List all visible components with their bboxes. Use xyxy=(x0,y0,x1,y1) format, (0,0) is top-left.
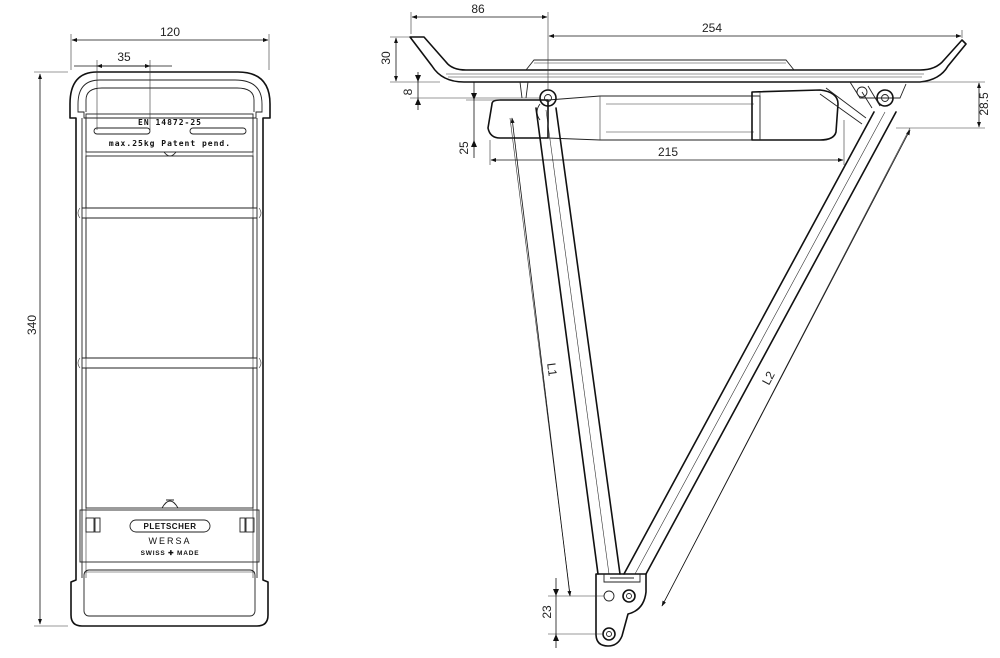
brand-area xyxy=(79,509,260,563)
plate-line-1: EN 14872-25 xyxy=(138,118,202,127)
deck-panel-1 xyxy=(85,155,254,209)
dim-l1-line xyxy=(510,117,572,597)
rack-front-loop xyxy=(85,87,255,112)
rear-plate xyxy=(83,569,256,617)
rear-pivot xyxy=(876,89,894,107)
mount-hole-3 xyxy=(602,627,616,641)
label-l1: L1 xyxy=(544,362,560,377)
dim-25: 25 xyxy=(457,141,471,155)
deck-profile xyxy=(409,36,967,83)
dim-254: 254 xyxy=(702,21,722,35)
dim-215: 215 xyxy=(658,145,678,159)
mount-hole-1 xyxy=(603,590,615,602)
dim-30: 30 xyxy=(379,51,393,65)
dim-340: 340 xyxy=(25,315,39,335)
dim-23: 23 xyxy=(540,605,554,619)
dim-120: 120 xyxy=(160,25,180,39)
top-view: EN 14872-25 max.25kg Patent pend. PLETSC… xyxy=(25,25,271,627)
strut-l1 xyxy=(509,107,621,595)
brand-name: PLETSCHER xyxy=(144,522,197,531)
rack-outer-outline xyxy=(69,71,271,627)
slot-right xyxy=(189,127,247,135)
dim-8: 8 xyxy=(401,88,415,95)
bottom-mount xyxy=(595,573,647,647)
dim-86: 86 xyxy=(471,2,485,16)
slot-left xyxy=(93,127,151,135)
label-l2: L2 xyxy=(759,369,778,388)
clamp-tube xyxy=(547,95,761,141)
brand-model: WERSA xyxy=(148,536,191,546)
dim-35: 35 xyxy=(117,50,131,64)
top-tab-icon xyxy=(163,151,177,157)
deck-panel-3 xyxy=(85,367,254,509)
brand-badge xyxy=(129,519,211,533)
mount-hole-2 xyxy=(622,589,636,603)
plate-line-2: max.25kg Patent pend. xyxy=(109,139,231,148)
name-plate xyxy=(85,113,254,153)
rack-inner-outline xyxy=(77,79,263,119)
dim-28-5: 28.5 xyxy=(977,92,991,116)
dim-l2-line xyxy=(661,129,911,607)
deck-panel-2 xyxy=(85,217,254,359)
brand-origin: SWISS ✚ MADE xyxy=(141,549,200,557)
strut-l2 xyxy=(623,111,911,607)
side-view: 86 254 30 8 25 215 28.5 xyxy=(379,2,991,648)
deck-raised-panel xyxy=(525,59,795,71)
rear-tab-icon xyxy=(161,499,179,509)
